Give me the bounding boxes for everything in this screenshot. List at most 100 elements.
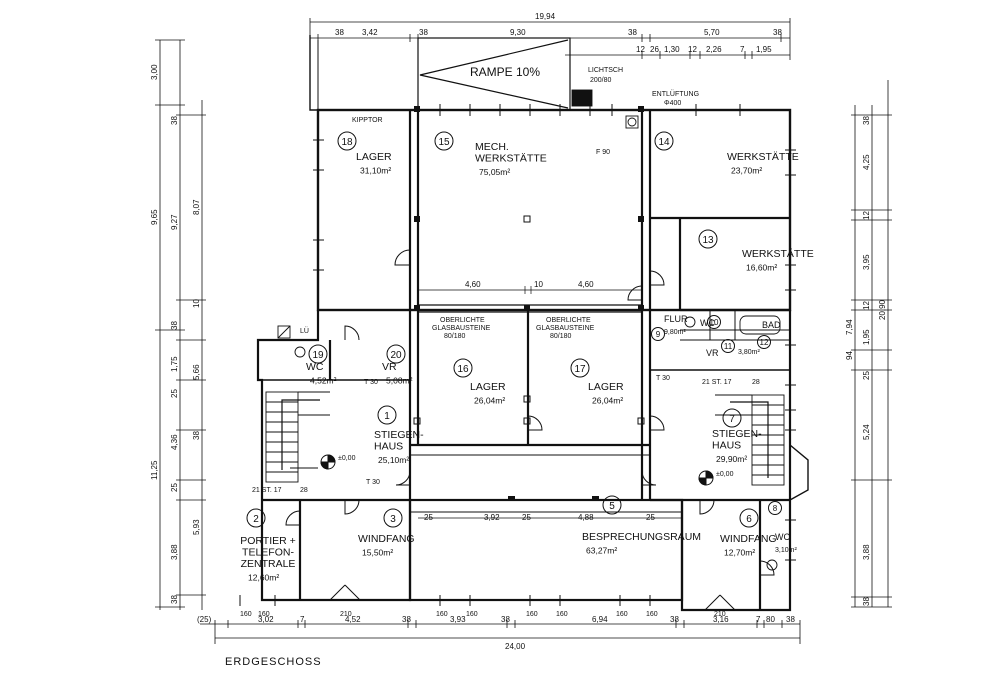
- dim-top-2: 3,42: [362, 28, 378, 37]
- columns: [413, 106, 645, 501]
- stair-label-1: 21 ST. 17: [252, 487, 282, 494]
- dim-bespr-2: 3,92: [484, 513, 500, 522]
- room-number-19: 19: [312, 350, 324, 361]
- room-name-2: ZENTRALE: [241, 558, 296, 570]
- dimension-lines-top: [309, 18, 791, 60]
- room-name-3: WINDFANG: [358, 533, 415, 545]
- room-area-8: 3,10m²: [775, 547, 797, 554]
- dim-left-1: 38: [170, 116, 179, 125]
- room-number-8: 8: [773, 504, 778, 513]
- room-number-16: 16: [457, 364, 469, 375]
- room-area-12: 3,80m²: [738, 349, 760, 356]
- dim-left-outer-1: 3,00: [150, 64, 159, 80]
- entluftung-label: ENTLÜFTUNG: [652, 90, 699, 98]
- room-name-8: WC: [775, 532, 790, 542]
- dim-bottom-5: 38: [402, 615, 411, 624]
- ramp-label: RAMPE 10%: [470, 65, 540, 79]
- room-area-1: 25,10m²: [378, 455, 409, 465]
- room-name-2: PORTIER +: [240, 535, 296, 547]
- dimension-lines-interior: [417, 286, 682, 519]
- dim-right-10: 3,88: [862, 544, 871, 560]
- room-circle-10: [707, 315, 721, 329]
- room-circle-6: [739, 508, 759, 528]
- dim-top-row2-3: 1,30: [664, 45, 680, 54]
- dim-left-11: 5,93: [192, 519, 201, 535]
- dim-left-6: 1,75: [170, 356, 179, 372]
- dim-bottom-7: 38: [501, 615, 510, 624]
- room-area-15: 75,05m²: [479, 167, 510, 177]
- room-area-20: 5,08m²: [386, 376, 413, 386]
- opening-1: 160: [240, 611, 252, 618]
- floor-caption: ERDGESCHOSS: [225, 656, 322, 668]
- lichtschacht-label: LICHTSCH: [588, 67, 623, 74]
- dim-top-7: 38: [773, 28, 782, 37]
- room-circle-9: [651, 327, 665, 341]
- dimension-lines-bottom: [200, 620, 801, 644]
- room-area-6: 12,70m²: [724, 548, 755, 558]
- staircase-left: [265, 391, 330, 483]
- room-number-9: 9: [656, 330, 661, 339]
- room-area-18: 31,10m²: [360, 166, 391, 176]
- dim-right-mid: 7,94: [845, 319, 854, 335]
- room-number-circles: [246, 131, 782, 528]
- room-name-16: LAGER: [470, 381, 506, 393]
- room-circle-16: [453, 358, 473, 378]
- dim-right-1: 38: [862, 116, 871, 125]
- dim-bottom-10: 3,16: [713, 615, 729, 624]
- room-circle-1: [377, 405, 397, 425]
- door-rating-3: T 30: [366, 479, 380, 486]
- dim-left-9: 38: [192, 431, 201, 440]
- dim-right-9: 5,24: [862, 424, 871, 440]
- dim-bottom-6: 3,93: [450, 615, 466, 624]
- room-number-5: 5: [609, 501, 615, 512]
- skylight-label-2b: GLASBAUSTEINE: [536, 325, 595, 332]
- room-circle-20: [386, 344, 406, 364]
- room-number-12: 12: [760, 338, 769, 347]
- dim-right-11: 38: [862, 597, 871, 606]
- dim-right-8: 25: [862, 371, 871, 380]
- room-area-17: 26,04m²: [592, 396, 623, 406]
- dim-bespr-3: 25: [522, 513, 531, 522]
- dimension-text-interior: 4,60 10 4,60 25 3,92 25 4,88 25: [424, 280, 655, 522]
- room-number-10: 10: [710, 318, 719, 327]
- opening-2: 210: [340, 611, 352, 618]
- dim-right-7: 94: [845, 351, 854, 360]
- dim-top-6: 5,70: [704, 28, 720, 37]
- dim-left-12: 3,88: [170, 544, 179, 560]
- staircase-right: [715, 394, 785, 486]
- dim-left-2: 9,27: [170, 214, 179, 230]
- dim-left-5: 38: [170, 321, 179, 330]
- dimension-lines-left: [155, 39, 206, 610]
- room-number-2: 2: [253, 514, 259, 525]
- plan-labels: RAMPE 10% KIPPTOR LICHTSCH 200/80 ENTLÜF…: [252, 65, 760, 494]
- room-circle-5: [602, 495, 622, 515]
- room-circle-8: [768, 501, 782, 515]
- dim-bottom-11: 7: [756, 615, 761, 624]
- room-name-5: BESPRECHUNGSRAUM: [582, 531, 701, 543]
- room-circle-11: [721, 339, 735, 353]
- room-name-2: TELEFON-: [242, 547, 294, 559]
- room-circle-14: [654, 131, 674, 151]
- room-area-3: 15,50m²: [362, 548, 393, 558]
- room-name-7: STIEGEN-: [712, 428, 762, 440]
- dim-bottom-4: 4,52: [345, 615, 361, 624]
- dim-top-row2-6: 7: [740, 45, 745, 54]
- room-number-20: 20: [390, 350, 402, 361]
- room-name-1: STIEGEN-: [374, 429, 424, 441]
- dim-bottom-1: (25): [197, 615, 212, 624]
- room-number-13: 13: [702, 235, 714, 246]
- skylight-label-2a: OBERLICHTE: [546, 317, 591, 324]
- room-name-20: VR: [382, 361, 397, 373]
- building-walls: [256, 35, 809, 612]
- dim-right-4: 3,95: [862, 254, 871, 270]
- room-area-16: 26,04m²: [474, 396, 505, 406]
- lu-label: LÜ: [300, 327, 309, 335]
- room-name-13: WERKSTÄTTE: [742, 248, 814, 260]
- opening-7: 160: [616, 611, 628, 618]
- dim-bottom-13: 38: [786, 615, 795, 624]
- dim-bottom-9: 38: [670, 615, 679, 624]
- room-area-14: 23,70m²: [731, 166, 762, 176]
- dimension-text-top: 19,94 38 3,42 38 9,30 38 5,70 38 12 26 1…: [335, 12, 782, 54]
